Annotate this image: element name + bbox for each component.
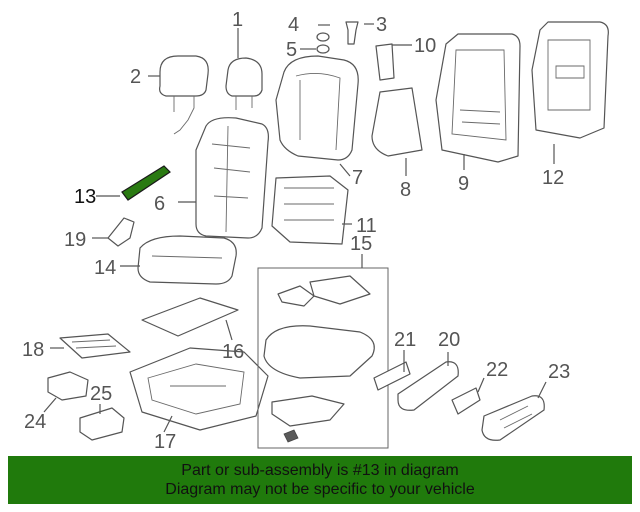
callout-16: 16 <box>222 341 244 363</box>
module-24 <box>47 371 89 401</box>
lumbar-assembly <box>271 175 349 245</box>
callout-14: 14 <box>94 257 116 279</box>
trim-parts <box>373 361 545 441</box>
module-25 <box>79 407 125 441</box>
module-18 <box>59 333 131 359</box>
leader-lines <box>43 23 555 433</box>
callout-7: 7 <box>352 167 363 189</box>
callout-13: 13 <box>74 186 96 208</box>
callout-1: 1 <box>232 9 243 31</box>
callout-8: 8 <box>400 179 411 201</box>
callout-10: 10 <box>414 35 436 57</box>
small-fasteners <box>316 21 359 54</box>
seat-back-pad <box>195 117 269 239</box>
callout-2: 2 <box>130 66 141 88</box>
callout-6: 6 <box>154 193 165 215</box>
seat-back-cover <box>275 55 359 161</box>
callout-9: 9 <box>458 173 469 195</box>
headrest-left <box>159 55 209 135</box>
callout-5: 5 <box>286 39 297 61</box>
callout-25: 25 <box>90 383 112 405</box>
callout-22: 22 <box>486 359 508 381</box>
bracket-10 <box>375 43 395 81</box>
cushion-assembly-box <box>257 267 389 449</box>
seat-back-frame <box>435 33 521 163</box>
seat-cushion-cover <box>137 235 237 285</box>
callout-4: 4 <box>288 14 299 36</box>
back-panel <box>371 87 423 157</box>
callout-18: 18 <box>22 339 44 361</box>
seat-back-rear-frame <box>531 21 609 139</box>
callout-24: 24 <box>24 411 46 433</box>
bracket-19 <box>107 217 135 247</box>
seat-cushion-frame <box>129 347 269 431</box>
callout-11: 11 <box>356 215 377 237</box>
callout-3: 3 <box>376 14 387 36</box>
callout-23: 23 <box>548 361 570 383</box>
callout-20: 20 <box>438 329 460 351</box>
callout-17: 17 <box>154 431 176 453</box>
heater-pad <box>141 297 239 337</box>
headrest-right <box>225 57 263 110</box>
callout-19: 19 <box>64 229 86 251</box>
callout-15: 15 <box>350 233 372 255</box>
part-13-highlighted <box>121 165 171 201</box>
info-banner: Part or sub-assembly is #13 in diagram D… <box>8 456 632 504</box>
banner-line-1: Part or sub-assembly is #13 in diagram <box>181 462 459 479</box>
callout-21: 21 <box>394 329 416 351</box>
callout-12: 12 <box>542 167 564 189</box>
banner-line-2: Diagram may not be specific to your vehi… <box>165 481 475 498</box>
